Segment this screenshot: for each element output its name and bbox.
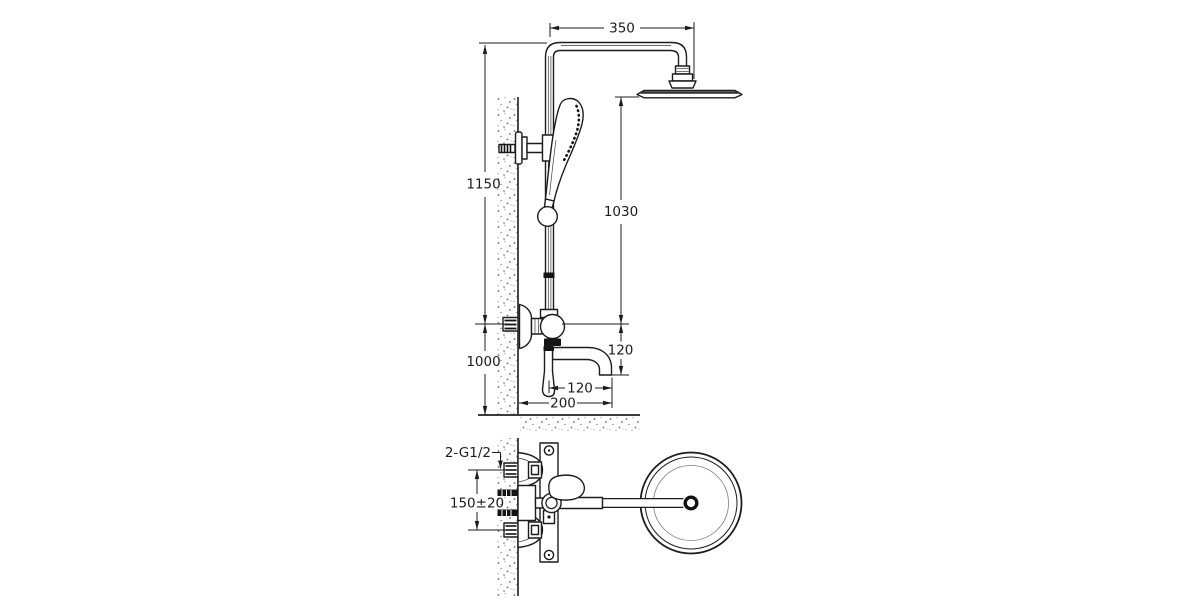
- head-connector-nut: [671, 73, 694, 82]
- spray-nozzle-dots: [561, 104, 581, 165]
- dim-arm-reach-label: 350: [609, 21, 635, 37]
- ball-joint: [537, 205, 559, 227]
- plan-dimensions: 2-G1/2 150±20: [445, 445, 517, 531]
- front-dimensions: 350 1150 1000 1030: [466, 21, 695, 415]
- valve-handle: [541, 345, 556, 398]
- wall-escutcheon: [518, 303, 533, 350]
- dim-spout-height-label: 120: [608, 343, 634, 359]
- hand-shower-wand: [544, 97, 584, 202]
- riser-and-overhead-arm: [543, 41, 688, 322]
- dim-spout-projection-label: 120: [567, 381, 593, 397]
- overhead-shower-head: [636, 65, 743, 99]
- dim-head-to-spout-label: 1030: [604, 204, 638, 220]
- valve-core-plan: [497, 484, 545, 522]
- front-view: 350 1150 1000 1030: [466, 21, 743, 431]
- mixer-valve-front: [502, 303, 613, 398]
- dim-column-height-label: 1150: [466, 177, 500, 193]
- inlet-connection-top: [503, 451, 544, 489]
- dim-valve-height-label: 1000: [466, 354, 500, 370]
- dim-inlet-spacing-label: 150±20: [450, 496, 504, 512]
- mixer-knob-plan: [548, 474, 586, 501]
- hand-shower: [537, 97, 584, 227]
- plan-view: 2-G1/2 150±20: [445, 438, 743, 596]
- valve-body: [539, 313, 566, 340]
- wall-section-front: [478, 97, 640, 431]
- tub-spout: [551, 346, 613, 376]
- label-inlet-thread: 2-G1/2: [445, 445, 491, 461]
- dim-spout-overall-label: 200: [550, 396, 576, 412]
- pipe-coupling: [543, 272, 555, 278]
